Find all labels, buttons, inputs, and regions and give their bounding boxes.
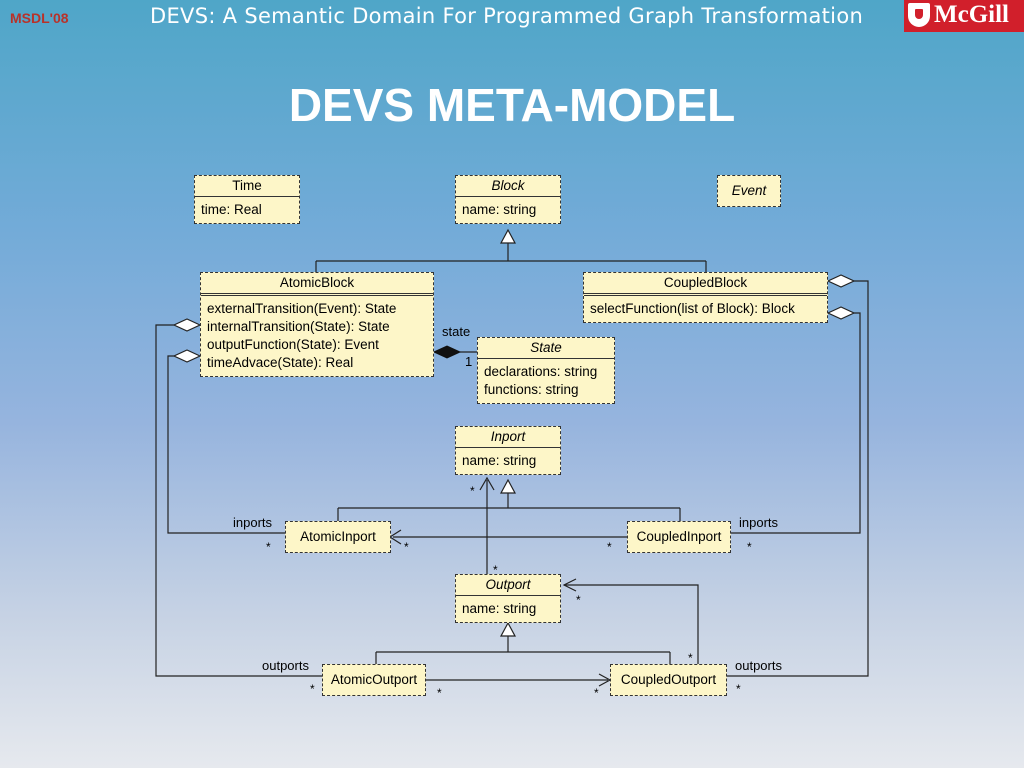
operation: outputFunction(State): Event (207, 337, 379, 352)
class-name: AtomicOutport (330, 672, 418, 687)
role-label-inports: inports (233, 515, 273, 530)
attribute: name: string (462, 601, 537, 616)
header-title: DEVS: A Semantic Domain For Programmed G… (150, 4, 864, 28)
class-name: CoupledInport (636, 529, 722, 544)
attribute: declarations: string (484, 364, 598, 379)
multiplicity-star: * (310, 682, 315, 696)
multiplicity-star: * (576, 593, 581, 607)
class-state: State declarations: string functions: st… (477, 337, 615, 404)
class-name: AtomicInport (300, 529, 376, 544)
class-name: AtomicBlock (201, 273, 433, 296)
slide-title: DEVS META-MODEL (288, 79, 736, 131)
class-atomic-block: AtomicBlock externalTransition(Event): S… (200, 272, 434, 377)
attribute: name: string (462, 202, 537, 217)
class-name: CoupledBlock (584, 273, 827, 296)
role-label-outports: outports (262, 658, 309, 673)
mcgill-logo: McGill (904, 0, 1024, 32)
class-coupled-block: CoupledBlock selectFunction(list of Bloc… (583, 272, 828, 323)
multiplicity-star: * (493, 563, 498, 577)
role-label-state: state (442, 324, 471, 339)
multiplicity-star: * (747, 540, 752, 554)
class-atomic-outport: AtomicOutport (322, 664, 426, 696)
class-atomic-inport: AtomicInport (285, 521, 391, 553)
class-name: Time (195, 176, 299, 197)
multiplicity-star: * (404, 540, 409, 554)
multiplicity-star: * (688, 651, 693, 665)
class-outport: Outport name: string (455, 574, 561, 623)
class-event: Event (717, 175, 781, 207)
operation: selectFunction(list of Block): Block (590, 301, 795, 316)
class-coupled-inport: CoupledInport (627, 521, 731, 553)
role-label-inports: inports (739, 515, 779, 530)
multiplicity-star: * (607, 540, 612, 554)
multiplicity-star: * (470, 484, 475, 498)
class-name: State (478, 338, 614, 359)
class-name: CoupledOutport (620, 672, 717, 687)
multiplicity-star: * (437, 686, 442, 700)
attribute: functions: string (484, 382, 579, 397)
logo-text: McGill (934, 1, 1009, 28)
multiplicity-label: 1 (465, 354, 473, 369)
operation: internalTransition(State): State (207, 319, 390, 334)
class-name: Outport (456, 575, 560, 596)
class-time: Time time: Real (194, 175, 300, 224)
role-label-outports: outports (735, 658, 782, 673)
conference-tag: MSDL'08 (10, 10, 69, 26)
class-block: Block name: string (455, 175, 561, 224)
class-name: Event (731, 183, 767, 198)
operation: externalTransition(Event): State (207, 301, 397, 316)
attribute: name: string (462, 453, 537, 468)
multiplicity-star: * (594, 686, 599, 700)
class-name: Inport (456, 427, 560, 448)
operation: timeAdvace(State): Real (207, 355, 354, 370)
multiplicity-star: * (266, 540, 271, 554)
attribute: time: Real (201, 202, 262, 217)
shield-icon (908, 3, 930, 27)
class-name: Block (456, 176, 560, 197)
multiplicity-star: * (736, 682, 741, 696)
class-coupled-outport: CoupledOutport (610, 664, 727, 696)
class-inport: Inport name: string (455, 426, 561, 475)
